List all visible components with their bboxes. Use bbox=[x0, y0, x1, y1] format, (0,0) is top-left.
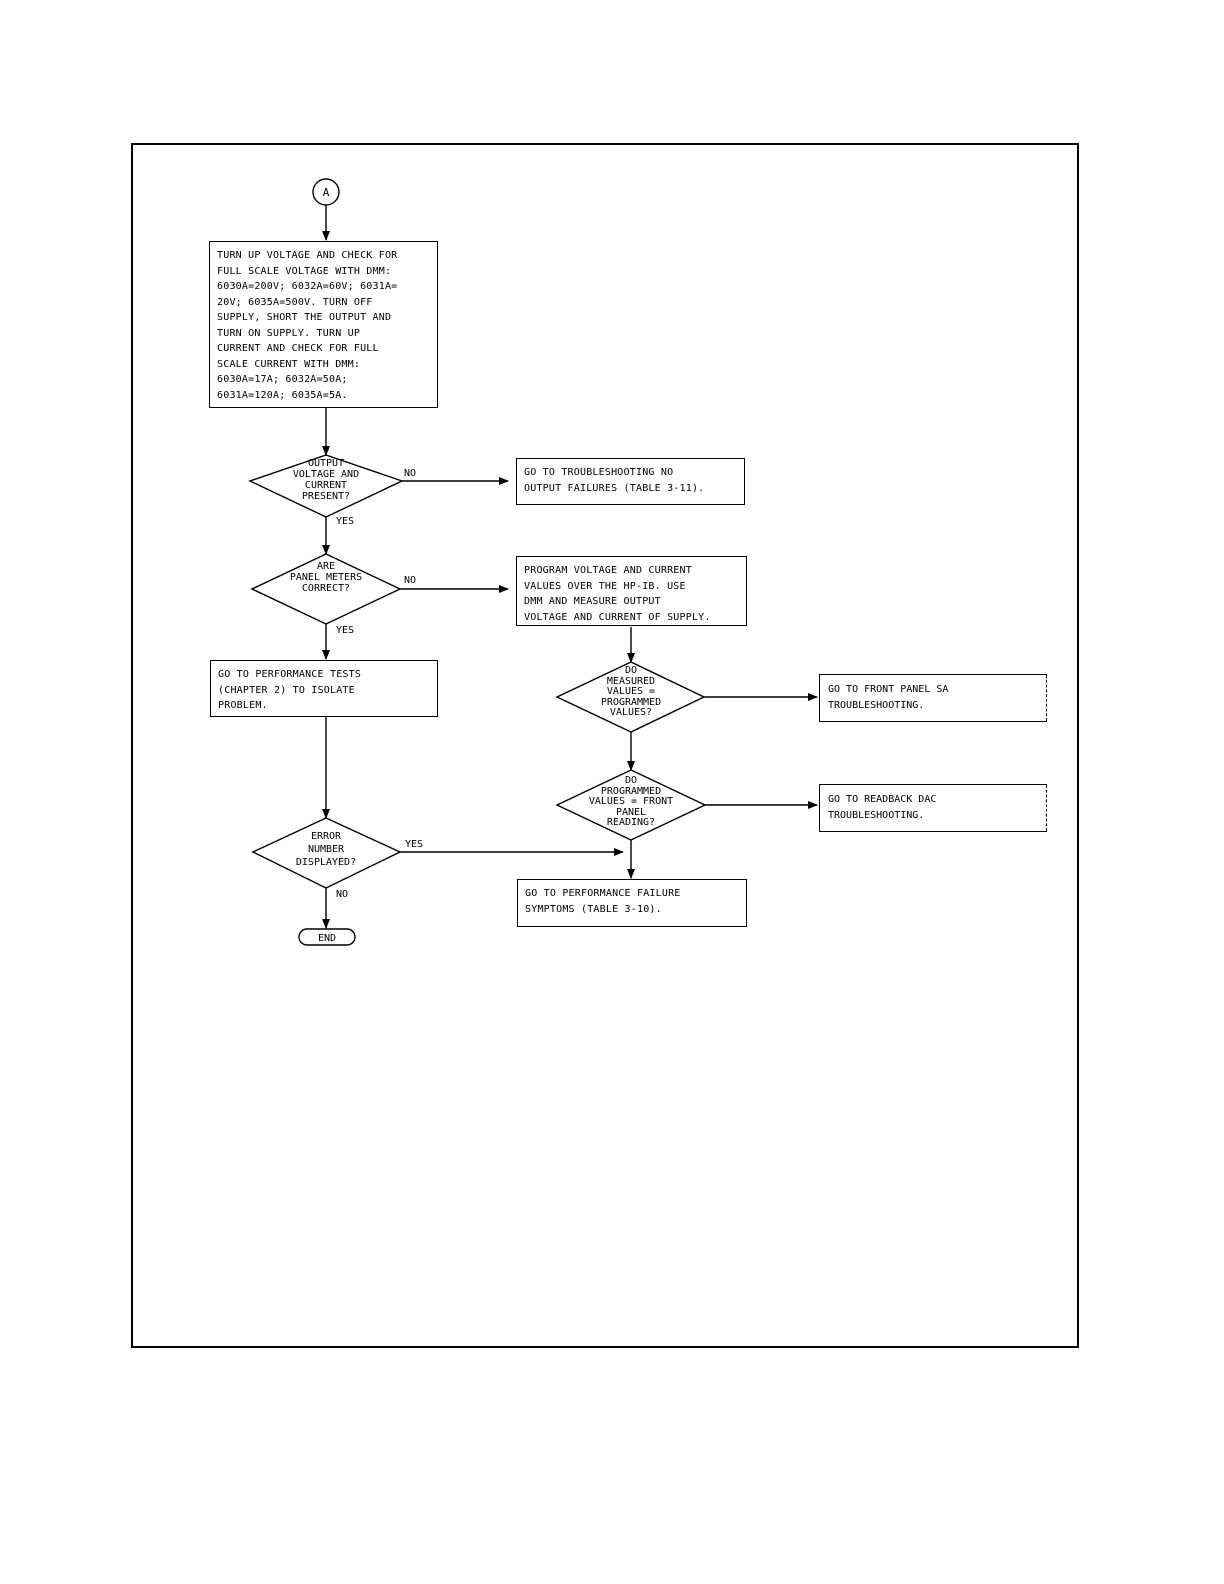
text-line: VALUES? bbox=[609, 707, 653, 718]
text-line: MEASURED bbox=[606, 675, 656, 687]
box-front-panel-sa: GO TO FRONT PANEL SA TROUBLESHOOTING. bbox=[819, 674, 1047, 722]
text-line: CURRENT AND CHECK FOR FULL bbox=[217, 343, 379, 354]
text-line: 6031A=120A; 6035A=5A. bbox=[217, 389, 348, 401]
text-line: VALUES = bbox=[606, 686, 656, 697]
label-meters-no: NO bbox=[404, 575, 417, 586]
box-performance-failure: GO TO PERFORMANCE FAILURE SYMPTOMS (TABLE… bbox=[517, 879, 747, 927]
text-line: PROBLEM. bbox=[218, 700, 268, 711]
connector-letter: A bbox=[323, 186, 330, 199]
label-meters-yes: YES bbox=[336, 625, 355, 636]
text-line: GO TO TROUBLESHOOTING NO bbox=[524, 467, 674, 478]
text-line: TROUBLESHOOTING. bbox=[828, 699, 925, 711]
text-line: DISPLAYED? bbox=[295, 857, 357, 868]
text-line: CURRENT bbox=[304, 480, 348, 491]
text-line: DMM AND MEASURE OUTPUT bbox=[524, 596, 661, 607]
text-line: READING? bbox=[606, 817, 656, 828]
box-performance-tests: GO TO PERFORMANCE TESTS (CHAPTER 2) TO IS… bbox=[210, 660, 438, 717]
text-line: GO TO FRONT PANEL SA bbox=[828, 684, 949, 695]
text-line: PROGRAMMED bbox=[600, 696, 662, 708]
text-line: PANEL bbox=[615, 806, 647, 818]
text-line: PROGRAMMED bbox=[600, 785, 662, 797]
text-line: PANEL METERS bbox=[289, 572, 363, 583]
text-line: SCALE CURRENT WITH DMM: bbox=[217, 358, 361, 370]
box-readback-dac: GO TO READBACK DAC TROUBLESHOOTING. bbox=[819, 784, 1047, 832]
text-line: PROGRAM VOLTAGE AND CURRENT bbox=[524, 565, 692, 576]
text-line: GO TO PERFORMANCE FAILURE bbox=[525, 888, 681, 899]
text-line: GO TO PERFORMANCE TESTS bbox=[218, 669, 362, 680]
end-terminal bbox=[298, 928, 356, 946]
decision-text-error-number: ERROR NUMBER DISPLAYED? bbox=[266, 830, 386, 869]
text-line: 6030A=17A; 6032A=50A; bbox=[217, 374, 348, 385]
page-frame bbox=[131, 143, 1079, 1348]
text-line: DO bbox=[624, 775, 638, 786]
text-line: PRESENT? bbox=[301, 491, 351, 502]
end-label: END bbox=[318, 933, 336, 944]
text-line: DO bbox=[624, 665, 638, 676]
text-line: ARE bbox=[316, 561, 336, 572]
text-line: GO TO READBACK DAC bbox=[828, 794, 937, 805]
text-line: VOLTAGE AND bbox=[292, 469, 360, 480]
label-output-yes: YES bbox=[336, 516, 355, 527]
text-line: (CHAPTER 2) TO ISOLATE bbox=[218, 684, 355, 696]
text-line: FULL SCALE VOLTAGE WITH DMM: bbox=[217, 265, 392, 277]
text-line: VALUES = FRONT bbox=[588, 796, 674, 807]
text-line: OUTPUT bbox=[307, 458, 345, 469]
text-line: VALUES OVER THE HP-IB. USE bbox=[524, 580, 686, 592]
text-line: SUPPLY, SHORT THE OUTPUT AND bbox=[217, 312, 392, 323]
text-line: NUMBER bbox=[307, 844, 345, 855]
box-check-full-scale: TURN UP VOLTAGE AND CHECK FOR FULL SCALE … bbox=[209, 241, 438, 408]
text-line: ERROR bbox=[310, 831, 342, 842]
text-line: OUTPUT FAILURES (TABLE 3-11). bbox=[524, 482, 705, 494]
text-line: TURN ON SUPPLY. TURN UP bbox=[217, 327, 361, 339]
label-error-yes: YES bbox=[405, 839, 424, 850]
box-program-values: PROGRAM VOLTAGE AND CURRENT VALUES OVER T… bbox=[516, 556, 747, 626]
text-line: TURN UP VOLTAGE AND CHECK FOR bbox=[217, 250, 398, 261]
text-line: TROUBLESHOOTING. bbox=[828, 809, 925, 821]
box-no-output-failures: GO TO TROUBLESHOOTING NO OUTPUT FAILURES … bbox=[516, 458, 745, 505]
text-line: SYMPTOMS (TABLE 3-10). bbox=[525, 903, 662, 915]
text-line: 20V; 6035A=500V. TURN OFF bbox=[217, 296, 373, 308]
text-line: 6030A=200V; 6032A=60V; 6031A= bbox=[217, 281, 398, 292]
label-output-no: NO bbox=[404, 468, 417, 479]
text-line: VOLTAGE AND CURRENT OF SUPPLY. bbox=[524, 611, 711, 623]
label-error-no: NO bbox=[336, 889, 349, 900]
text-line: CORRECT? bbox=[301, 583, 351, 594]
